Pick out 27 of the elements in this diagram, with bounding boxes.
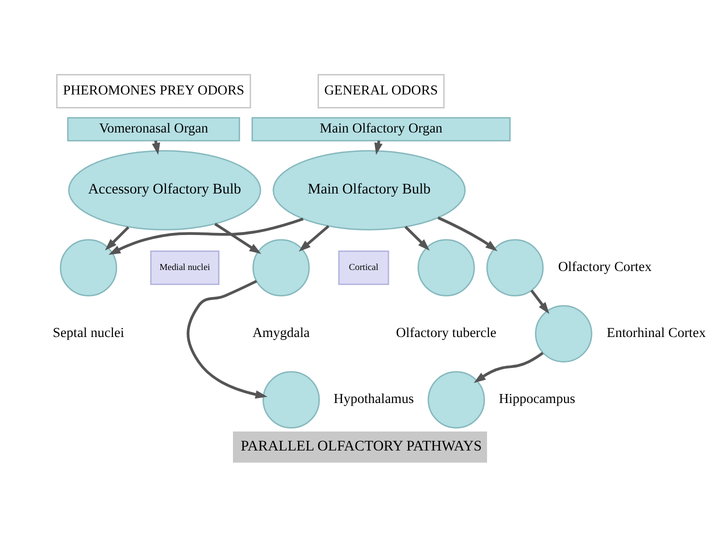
node-label: Entorhinal Cortex <box>606 324 706 340</box>
node-label: Hypothalamus <box>334 390 414 406</box>
arrow <box>108 217 304 254</box>
arrow <box>438 216 498 251</box>
node-box: GENERAL ODORS <box>318 73 445 108</box>
arrow <box>186 279 268 398</box>
node-box: Vomeronasal Organ <box>67 116 240 141</box>
arrow <box>104 226 130 250</box>
node-label: Septal nuclei <box>52 324 124 340</box>
node-label: Amygdala <box>252 324 310 340</box>
node-label: Hippocampus <box>498 390 576 406</box>
node-box: Cortical <box>338 250 390 284</box>
arrow <box>530 289 550 314</box>
node-ellipse: Main Olfactory Bulb <box>272 150 466 230</box>
arrow <box>214 222 262 254</box>
node-box: Medial nuclei <box>150 250 220 284</box>
node-label: Olfactory tubercle <box>396 324 496 340</box>
node-box: PHEROMONES PREY ODORS <box>56 73 252 108</box>
arrow <box>298 224 330 252</box>
arrow <box>404 225 430 250</box>
node-box: Main Olfactory Organ <box>252 116 511 141</box>
diagram-title: PARALLEL OLFACTORY PATHWAYS <box>240 438 482 454</box>
arrow <box>474 351 544 382</box>
node-circle <box>262 370 320 428</box>
node-label: Olfactory Cortex <box>558 258 652 274</box>
node-ellipse: Accessory Olfactory Bulb <box>68 150 262 230</box>
node-circle <box>534 304 592 362</box>
